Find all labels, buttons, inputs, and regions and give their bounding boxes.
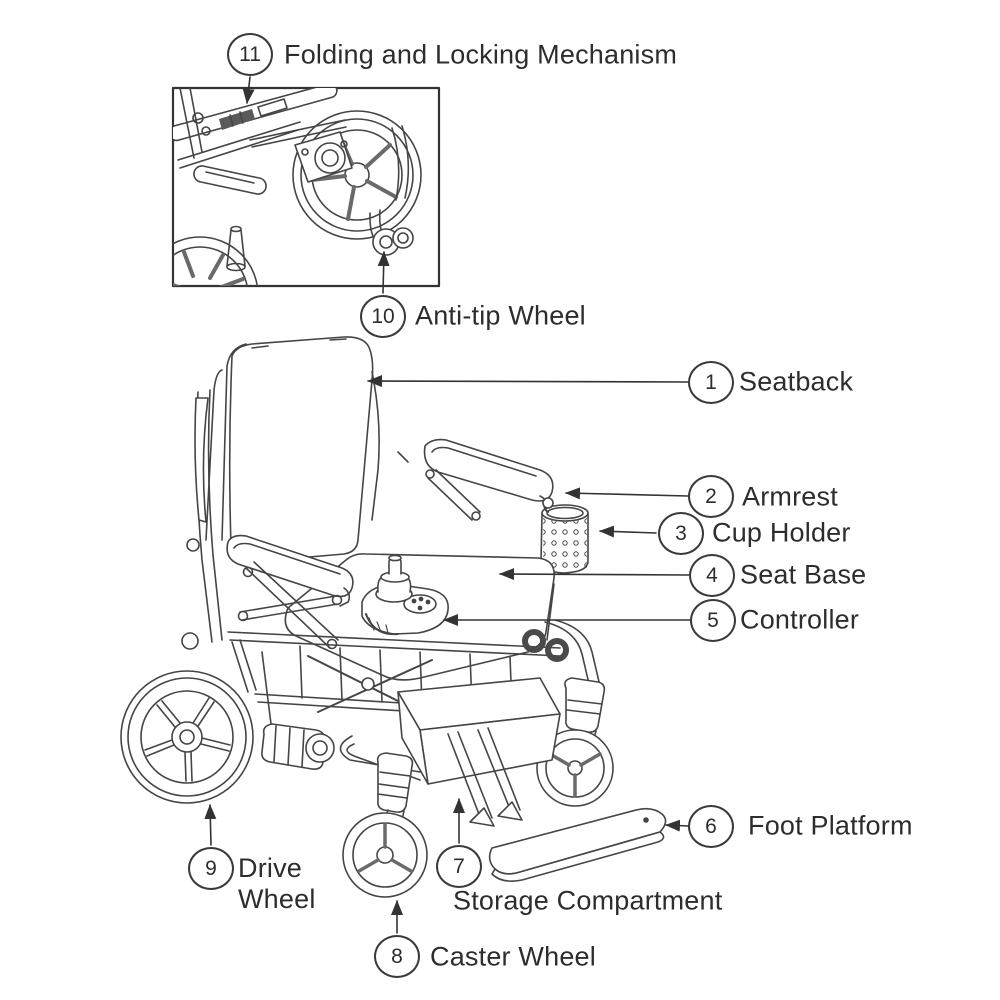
callout-number-3: 3 [675, 521, 687, 545]
callout-number-5: 5 [707, 608, 719, 632]
front-caster-drawing [342, 752, 428, 898]
rear-frame-post [181, 389, 223, 650]
inset-detail-box [171, 86, 441, 288]
left-armrest-drawing [226, 534, 354, 650]
inset-anti-tip-wheel [369, 125, 414, 256]
label-storage-compartment: Storage Compartment [453, 885, 723, 916]
label-folding-mechanism: Folding and Locking Mechanism [284, 39, 678, 70]
label-caster-wheel: Caster Wheel [430, 941, 596, 972]
callout-number-6: 6 [705, 814, 717, 838]
callout-number-10: 10 [371, 304, 395, 328]
label-cup-holder: Cup Holder [712, 517, 851, 548]
leader-seat-base [499, 568, 690, 581]
label-seatback: Seatback [739, 366, 854, 397]
controller-drawing [361, 554, 449, 636]
leader-seatback [367, 375, 689, 388]
callout-number-8: 8 [391, 944, 403, 968]
callout-bubble-4: 4 [689, 554, 735, 597]
foot-platform-drawing [447, 727, 667, 882]
callout-number-9: 9 [205, 856, 217, 880]
label-foot-platform: Foot Platform [748, 810, 913, 841]
callout-bubble-3: 3 [658, 512, 704, 555]
leader-folding-mechanism [242, 76, 255, 104]
callout-bubble-7: 7 [436, 845, 482, 888]
label-controller: Controller [740, 604, 860, 635]
label-seat-base: Seat Base [740, 559, 867, 590]
cup-holder-drawing [540, 497, 589, 574]
label-armrest: Armrest [742, 481, 838, 512]
drive-wheel-drawing [120, 670, 254, 804]
callout-bubble-2: 2 [688, 475, 734, 518]
inset-folding-bar [173, 88, 338, 169]
callout-bubble-6: 6 [688, 805, 734, 848]
callout-number-2: 2 [705, 484, 717, 508]
leader-drive-wheel [204, 804, 217, 846]
right-armrest-drawing [371, 371, 554, 521]
callout-bubble-1: 1 [688, 361, 734, 404]
inset-cone [226, 225, 246, 272]
inset-partial-drive-wheel [173, 236, 259, 286]
leader-foot-platform [665, 819, 689, 832]
inset-motor-block [294, 131, 353, 183]
label-anti-tip-wheel: Anti-tip Wheel [415, 300, 586, 331]
callout-bubble-9: 9 [188, 847, 234, 890]
callout-bubble-11: 11 [227, 33, 273, 76]
storage-compartment-drawing [339, 677, 561, 785]
callout-number-4: 4 [706, 563, 718, 587]
callout-number-11: 11 [239, 42, 261, 66]
leader-lines [204, 76, 691, 934]
motor-drawing [261, 723, 335, 770]
callout-bubble-5: 5 [690, 599, 736, 642]
leader-cup-holder [599, 525, 657, 538]
inset-carry-handle [193, 165, 267, 195]
leader-armrest [565, 487, 689, 500]
callout-bubble-8: 8 [374, 935, 420, 978]
callout-number-7: 7 [453, 854, 465, 878]
callout-number-1: 1 [705, 370, 717, 394]
inset-frame-tubes [179, 88, 347, 159]
rear-caster-drawing [536, 677, 614, 807]
callout-bubble-10: 10 [360, 295, 406, 338]
label-drive-wheel: Drive Wheel [238, 853, 316, 914]
leader-anti-tip-wheel [377, 251, 390, 294]
seatback-drawing [205, 336, 374, 563]
